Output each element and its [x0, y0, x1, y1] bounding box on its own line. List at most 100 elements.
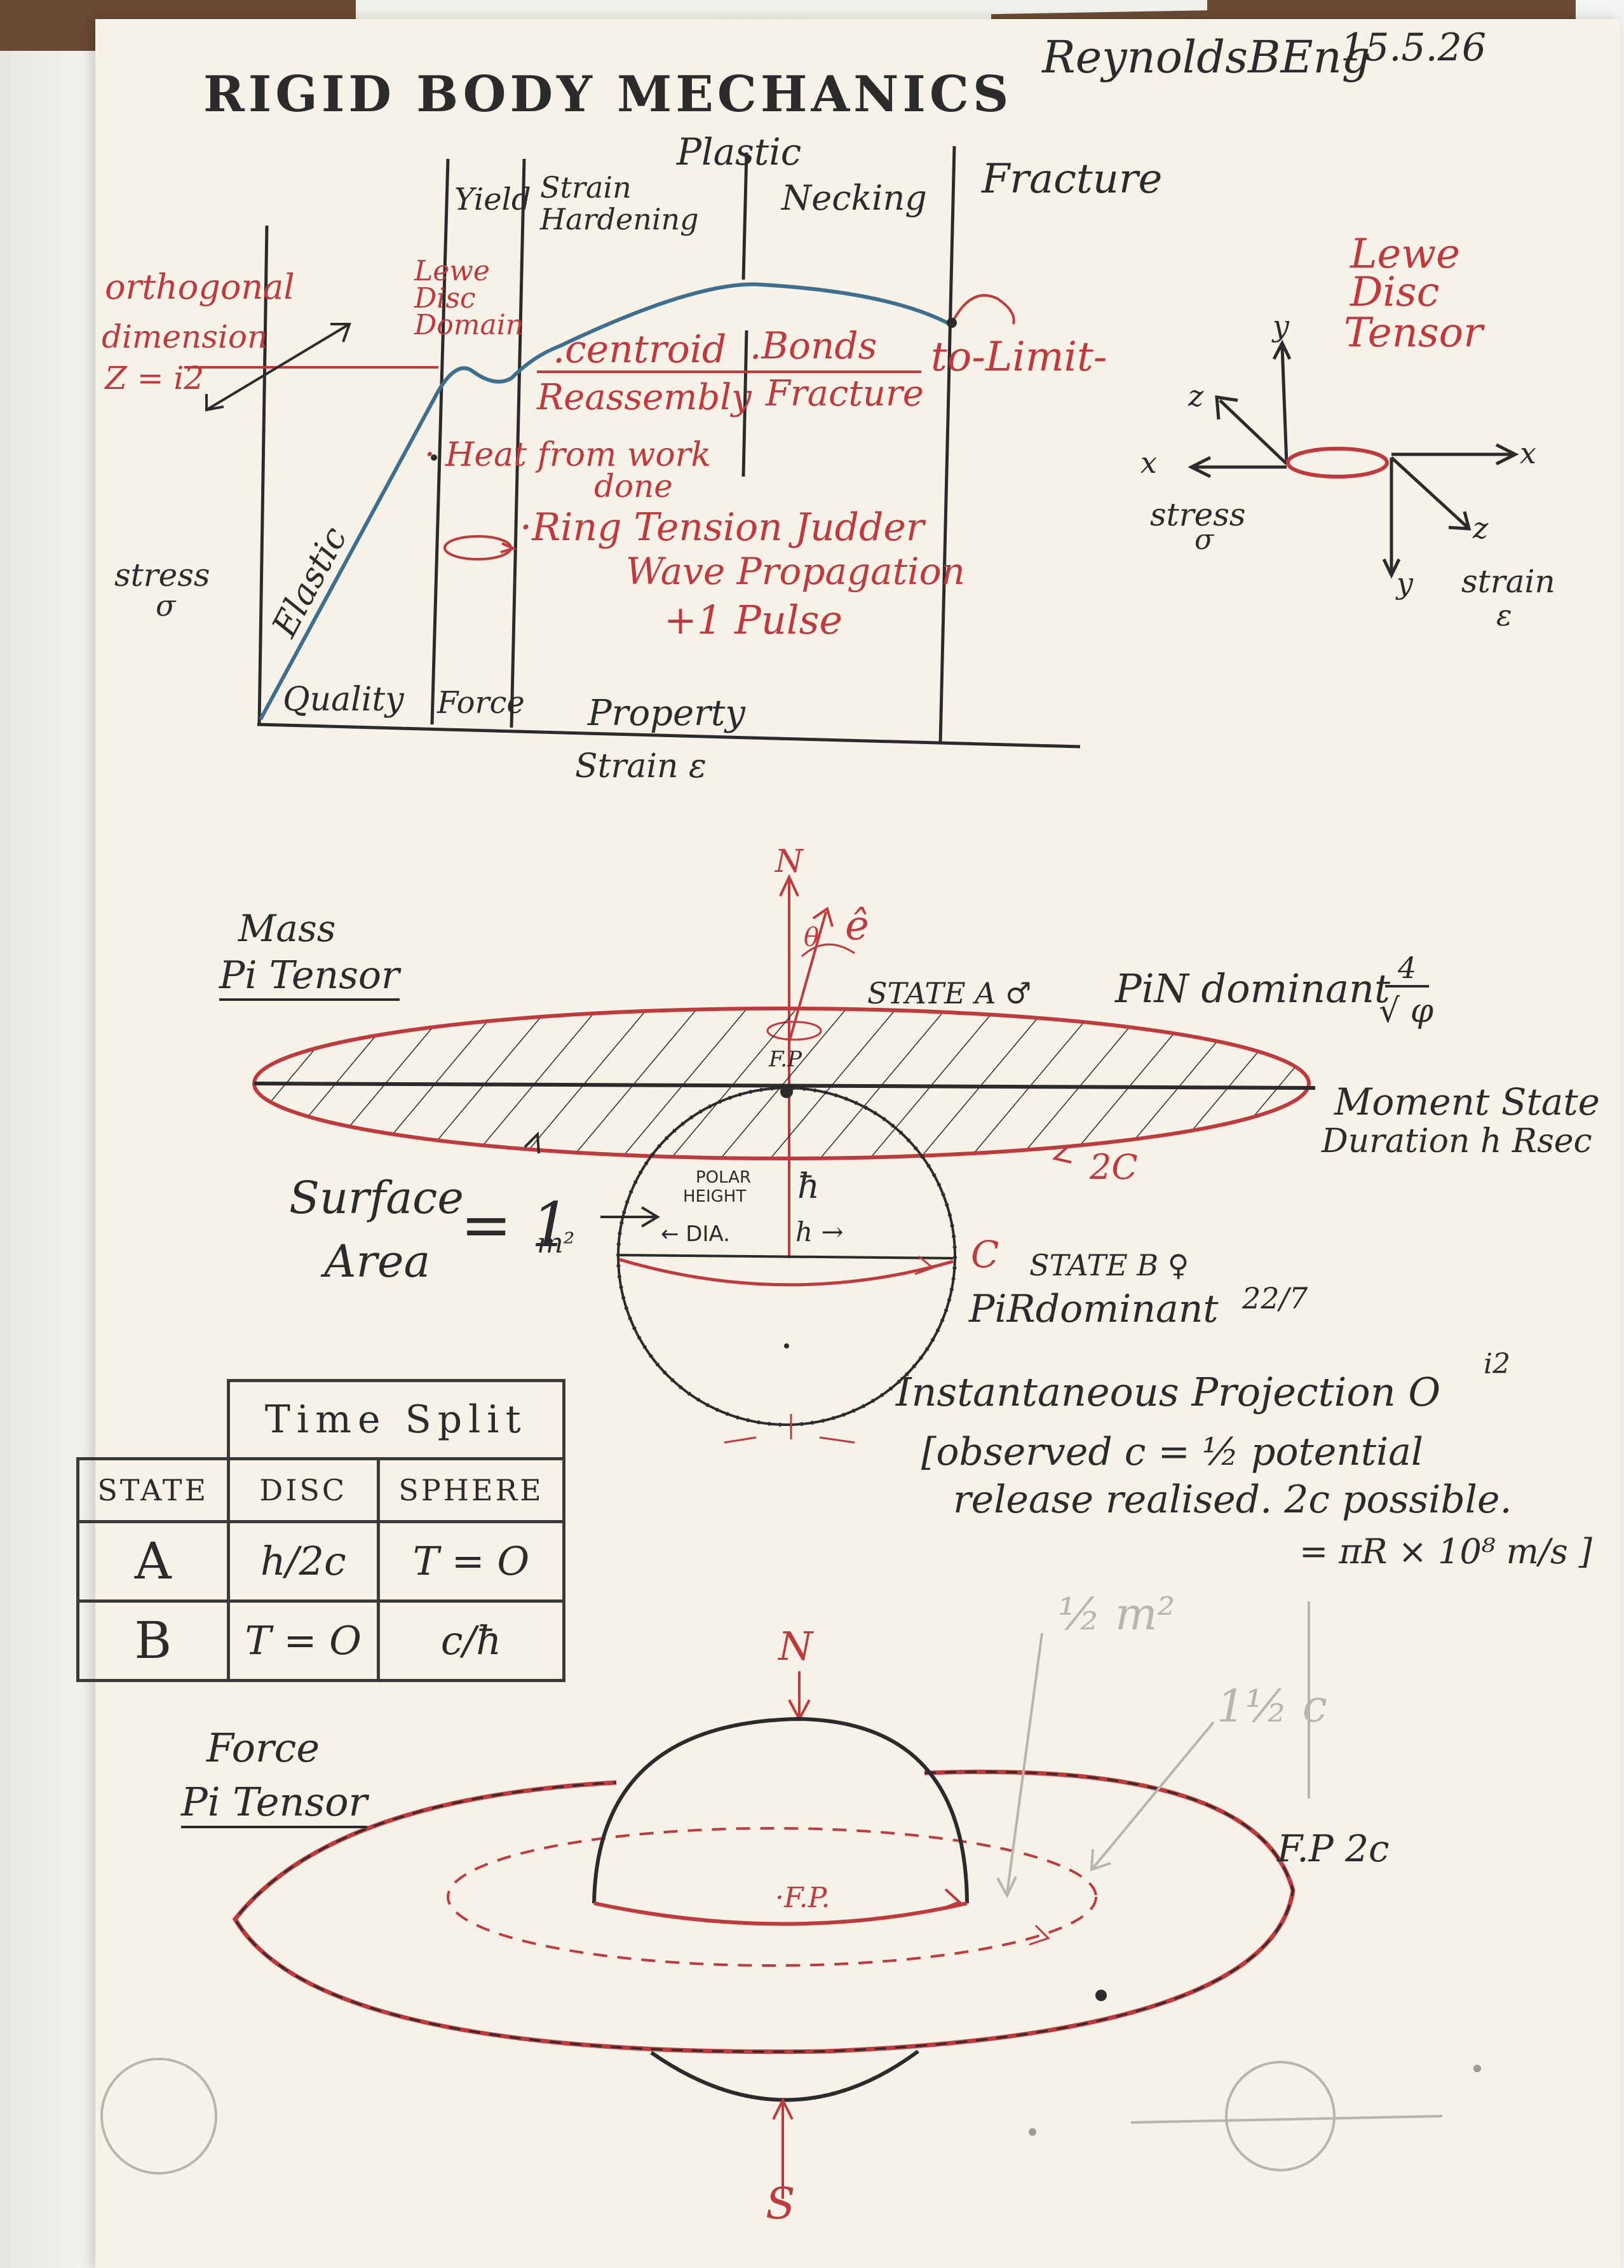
- table-cell: T = O: [376, 1519, 566, 1603]
- mass-fp: F.P: [769, 1047, 802, 1072]
- label-force: Force: [437, 685, 525, 721]
- tensor-axis-x-left: x: [1140, 445, 1157, 480]
- date: 15.5.26: [1341, 25, 1487, 70]
- mass-observed: [observed c = ½ potential: [921, 1430, 1424, 1474]
- lewe-domain-3: Domain: [414, 309, 524, 341]
- tensor-axis-z-right: z: [1473, 511, 1489, 545]
- orthogonal-arrow: [205, 323, 351, 412]
- table-row: B T = O c/ħ: [76, 1599, 566, 1682]
- pencil-marks: [100, 1601, 1443, 2175]
- label-quality: Quality: [283, 681, 404, 719]
- force-outer-ring: [232, 1769, 1296, 2054]
- orthogonal-line-2: dimension: [102, 318, 268, 355]
- mass-h-arrow: h →: [795, 1216, 844, 1247]
- mass-moment-state: Moment State: [1334, 1080, 1600, 1124]
- tensor-title-3: Tensor: [1344, 309, 1483, 356]
- mass-c: C: [971, 1233, 999, 1276]
- label-plastic: Plastic: [677, 130, 802, 173]
- tensor-strain-epsilon: ε: [1496, 598, 1512, 632]
- mass-2c: 2C: [1090, 1147, 1138, 1187]
- mass-title-2: Pi Tensor: [219, 956, 400, 1001]
- table-cell: B: [76, 1599, 230, 1682]
- mass-eq-value: = 1: [461, 1190, 571, 1261]
- table-header-row: STATE DISC SPHERE: [76, 1457, 566, 1523]
- col-sphere: SPHERE: [376, 1457, 566, 1523]
- label-stress-sigma: σ: [156, 588, 176, 623]
- pencil-note-1-half-c: 1½ c: [1217, 1680, 1327, 1732]
- force-fp: ·F.P.: [775, 1882, 830, 1914]
- mass-north: N: [775, 843, 803, 879]
- mass-polar-1: POLAR: [696, 1168, 752, 1187]
- mass-dia: ← DIA.: [661, 1221, 730, 1247]
- curve-end-dot: [947, 318, 957, 328]
- mass-state-a: STATE A ♂: [867, 976, 1032, 1010]
- stress-strain-curve: [259, 282, 951, 721]
- mass-projection: Instantaneous Projection O: [896, 1369, 1441, 1415]
- mass-pir-dominant: PiRdominant: [969, 1287, 1219, 1331]
- mass-equals: = πR × 10⁸ m/s ]: [1299, 1531, 1593, 1572]
- table-cell: c/ħ: [376, 1599, 566, 1682]
- mass-surface: Surface: [289, 1172, 464, 1224]
- lewe-domain-1: Lewe: [414, 255, 490, 287]
- pencil-note-half-m2: ½ m²: [1058, 1588, 1175, 1640]
- force-title-2: Pi Tensor: [181, 1782, 368, 1828]
- label-centroid: .centroid: [553, 327, 727, 372]
- tensor-title-2: Disc: [1350, 269, 1440, 316]
- adjacent-notebook-page: [0, 51, 95, 2268]
- mass-duration: Duration h Rsec: [1322, 1122, 1592, 1160]
- mass-m2: m²: [537, 1227, 575, 1260]
- label-yield: Yield: [454, 182, 531, 217]
- label-property: Property: [588, 693, 746, 734]
- tensor-strain: strain: [1461, 563, 1555, 600]
- tensor-axis-y-bottom: y: [1397, 566, 1413, 601]
- table-title: Time Split: [226, 1379, 565, 1460]
- label-bonds-fracture: Fracture: [766, 373, 924, 414]
- table-cell: h/2c: [226, 1519, 380, 1603]
- force-dome: [592, 1716, 969, 1904]
- mass-frac-den: √ φ: [1379, 992, 1434, 1030]
- author-name: ReynoldsBEng: [1042, 31, 1370, 83]
- orthogonal-line-3: Z = i2: [105, 360, 205, 397]
- label-strain-hardening-2: Hardening: [540, 202, 699, 236]
- orthogonal-line-1: orthogonal: [105, 267, 295, 307]
- mass-frac2: 22/7: [1242, 1281, 1308, 1315]
- label-ring-tension: ·Ring Tension Judder: [520, 505, 924, 550]
- tensor-stress-sigma: σ: [1194, 524, 1214, 556]
- table-cell: T = O: [226, 1599, 380, 1682]
- force-north: N: [778, 1623, 813, 1669]
- label-bonds: .Bonds: [750, 324, 877, 367]
- label-necking: Necking: [782, 178, 927, 218]
- mass-polar-2: HEIGHT: [683, 1187, 747, 1206]
- label-strain-axis: Strain ε: [575, 747, 707, 785]
- table-title-row: Time Split: [78, 1379, 565, 1460]
- col-state: STATE: [76, 1457, 230, 1523]
- col-disc: DISC: [226, 1457, 380, 1523]
- tensor-axis-z-left: z: [1188, 379, 1204, 413]
- label-heat: · Heat from work: [424, 436, 712, 474]
- tensor-axis-y-top: y: [1273, 309, 1289, 343]
- tensor-disc: [1286, 447, 1389, 479]
- mass-title-1: Mass: [238, 907, 336, 950]
- force-south: S: [766, 2179, 795, 2229]
- lewe-domain-2: Disc: [414, 282, 476, 315]
- table-row: A h/2c T = O: [76, 1519, 566, 1603]
- label-to-limit: to-Limit-: [931, 334, 1107, 381]
- mass-projection-sup: i2: [1484, 1348, 1511, 1380]
- label-stress: stress: [114, 557, 210, 594]
- mass-e-hat: ê: [845, 902, 869, 949]
- tensor-axis-x-right: x: [1520, 436, 1536, 470]
- mass-pin-dominant: PiN dominant: [1115, 965, 1390, 1012]
- table-cell: A: [76, 1519, 230, 1603]
- tensor-axes: [1188, 339, 1519, 579]
- mass-state-b: STATE B ♀: [1029, 1248, 1189, 1282]
- label-fracture: Fracture: [982, 156, 1163, 203]
- label-strain-hardening-1: Strain: [540, 170, 632, 205]
- page-title: RIGID BODY MECHANICS: [203, 65, 1013, 123]
- label-done: done: [594, 468, 673, 505]
- mass-frac-num: 4: [1385, 953, 1430, 988]
- label-wave: Wave Propagation: [626, 550, 965, 593]
- time-split-table: Time Split STATE DISC SPHERE A h/2c T = …: [76, 1379, 566, 1682]
- force-title-1: Force: [206, 1725, 320, 1771]
- mass-theta: θ: [804, 923, 820, 952]
- label-reassembly: Reassembly: [537, 377, 752, 418]
